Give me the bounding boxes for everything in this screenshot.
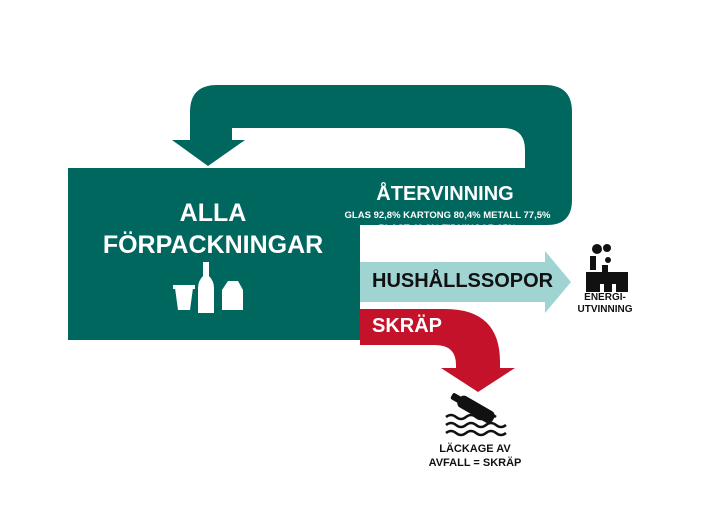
main-box-title-line2: FÖRPACKNINGAR bbox=[102, 231, 324, 259]
packaging-icons bbox=[173, 262, 243, 313]
household-waste-arrow bbox=[360, 251, 571, 313]
bottle-in-water-icon bbox=[445, 393, 507, 437]
household-waste-label: HUSHÅLLSSOPOR bbox=[372, 270, 554, 292]
recycling-rates-line2: PLAST 42,2% TIDNINGAR 95% bbox=[378, 223, 517, 234]
energy-label-line2: UTVINNING bbox=[577, 304, 633, 315]
carton-icon bbox=[222, 281, 243, 310]
litter-arrow bbox=[360, 309, 515, 392]
main-box-title-line1: ALLA bbox=[179, 199, 247, 227]
leakage-label-line2: AVFALL = SKRÄP bbox=[428, 457, 522, 469]
recycling-loop-arrow bbox=[68, 85, 572, 340]
factory-icon bbox=[586, 244, 628, 292]
bottle-icon bbox=[198, 262, 214, 313]
cup-icon bbox=[175, 288, 193, 310]
recycling-title: ÅTERVINNING bbox=[376, 183, 514, 205]
litter-label: SKRÄP bbox=[372, 315, 443, 337]
leakage-label-line1: LÄCKAGE AV bbox=[439, 443, 511, 455]
recycling-rates-line1: GLAS 92,8% KARTONG 80,4% METALL 77,5% bbox=[344, 210, 551, 221]
energy-label-line1: ENERGI- bbox=[584, 292, 626, 303]
